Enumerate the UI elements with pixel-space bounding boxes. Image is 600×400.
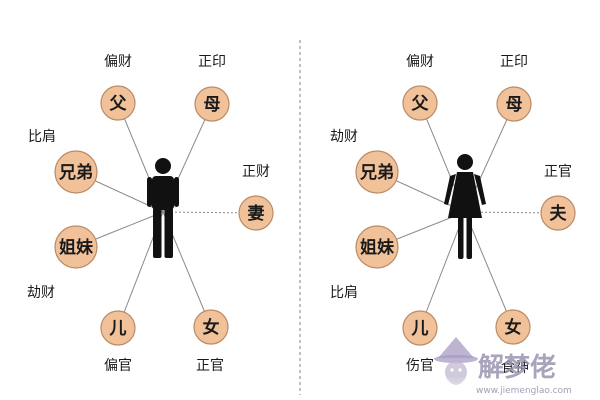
spoke-son — [419, 211, 466, 329]
watermark-url: www.jiemenglao.com — [476, 386, 572, 396]
node-circle — [54, 150, 98, 194]
spoke-daughter — [464, 211, 514, 328]
node-circle — [540, 195, 576, 231]
wizard-hat-mascot-icon — [434, 337, 478, 385]
node-label: 正印 — [198, 54, 226, 70]
node-label: 正官 — [544, 164, 572, 180]
node-son: 儿偏官 — [100, 310, 136, 374]
node-spouse: 妻正财 — [238, 164, 274, 231]
node-brothers: 兄弟 劫财 — [330, 129, 399, 194]
node-daughter: 女食神 — [495, 309, 531, 376]
node-label: 偏财 — [104, 54, 132, 70]
node-char: 兄弟 — [58, 162, 93, 183]
node-label: 比肩 — [28, 129, 56, 145]
node-brothers: 兄弟 比肩 — [28, 129, 98, 194]
woman-icon — [444, 154, 486, 259]
node-circle — [402, 85, 438, 121]
node-circle — [495, 309, 531, 345]
node-label: 伤官 — [406, 358, 434, 374]
node-circle — [194, 86, 230, 122]
node-label: 比肩 — [330, 285, 358, 301]
node-circle — [402, 310, 438, 346]
node-label: 劫财 — [330, 129, 358, 145]
node-father: 父偏财 — [100, 54, 136, 121]
node-father: 父偏财 — [402, 54, 438, 121]
watermark: 解梦佬 www.jiemenglao.com — [434, 337, 572, 396]
node-label: 正官 — [196, 358, 224, 374]
node-char: 父 — [109, 94, 128, 114]
node-circle — [355, 225, 399, 269]
node-char: 母 — [506, 95, 523, 115]
node-label: 劫财 — [27, 285, 55, 301]
node-char: 父 — [411, 94, 430, 114]
node-circle — [496, 86, 532, 122]
man-icon — [147, 158, 179, 258]
node-char: 母 — [204, 95, 221, 115]
node-circle — [100, 310, 136, 346]
watermark-brand: 解梦佬 — [478, 353, 556, 383]
node-label: 偏财 — [406, 54, 434, 70]
node-char: 姐妹 — [59, 237, 94, 258]
node-char: 女 — [203, 317, 220, 338]
node-spouse: 夫正官 — [540, 164, 576, 231]
node-char: 姐妹 — [360, 237, 395, 258]
node-circle — [193, 309, 229, 345]
node-circle — [100, 85, 136, 121]
node-label: 正财 — [242, 164, 270, 180]
node-label: 偏官 — [104, 358, 132, 374]
node-char: 儿 — [411, 319, 429, 339]
node-char: 兄弟 — [359, 162, 394, 183]
node-mother: 母正印 — [496, 54, 532, 122]
node-son: 儿伤官 — [402, 310, 438, 374]
node-label: 食神 — [501, 359, 529, 376]
node-circle — [238, 195, 274, 231]
node-label: 正印 — [500, 54, 528, 70]
node-char: 夫 — [550, 203, 568, 224]
node-char: 儿 — [109, 319, 127, 339]
node-char: 女 — [505, 317, 522, 338]
node-mother: 母正印 — [194, 54, 230, 122]
node-daughter: 女正官 — [193, 309, 229, 374]
node-circle — [54, 225, 98, 269]
node-char: 妻 — [248, 204, 265, 224]
node-circle — [355, 150, 399, 194]
